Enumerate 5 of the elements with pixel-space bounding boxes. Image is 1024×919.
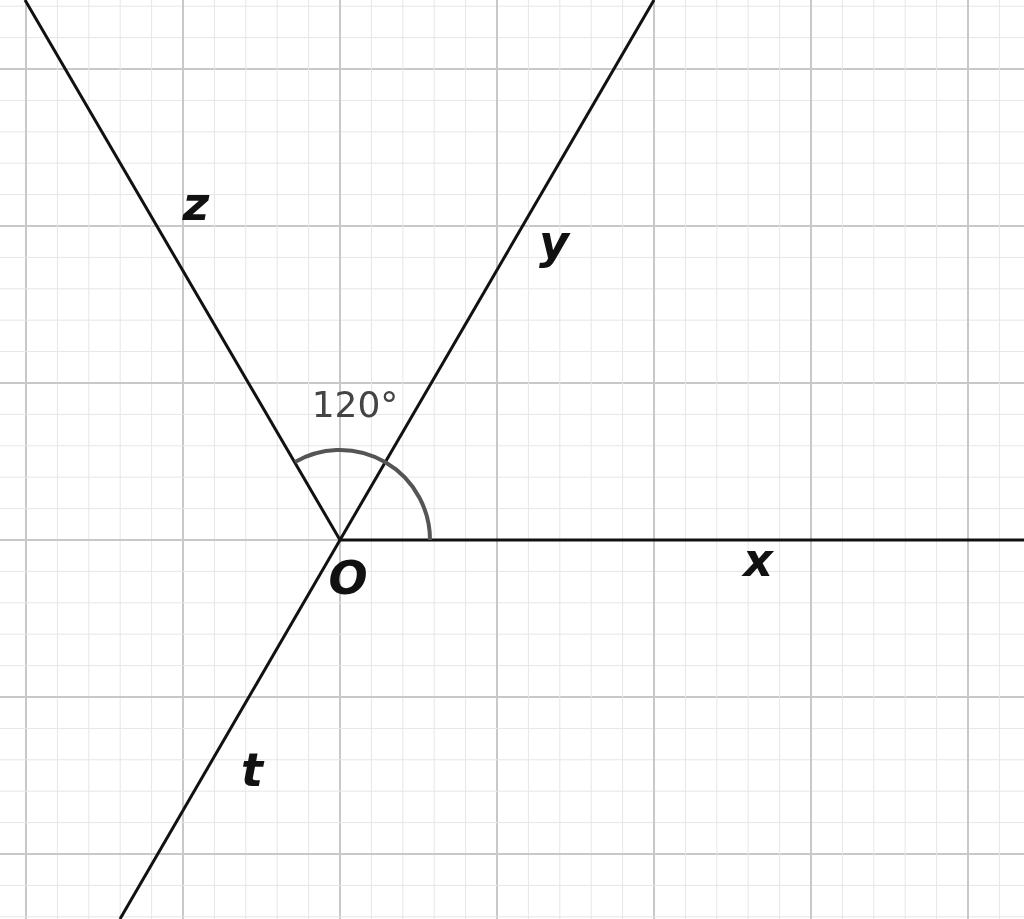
ray-label: z [182,181,210,227]
ray-label: t [241,747,263,793]
angle-label: 120° [311,387,399,423]
point-label: O [328,555,368,601]
ray-label: x [743,537,773,583]
